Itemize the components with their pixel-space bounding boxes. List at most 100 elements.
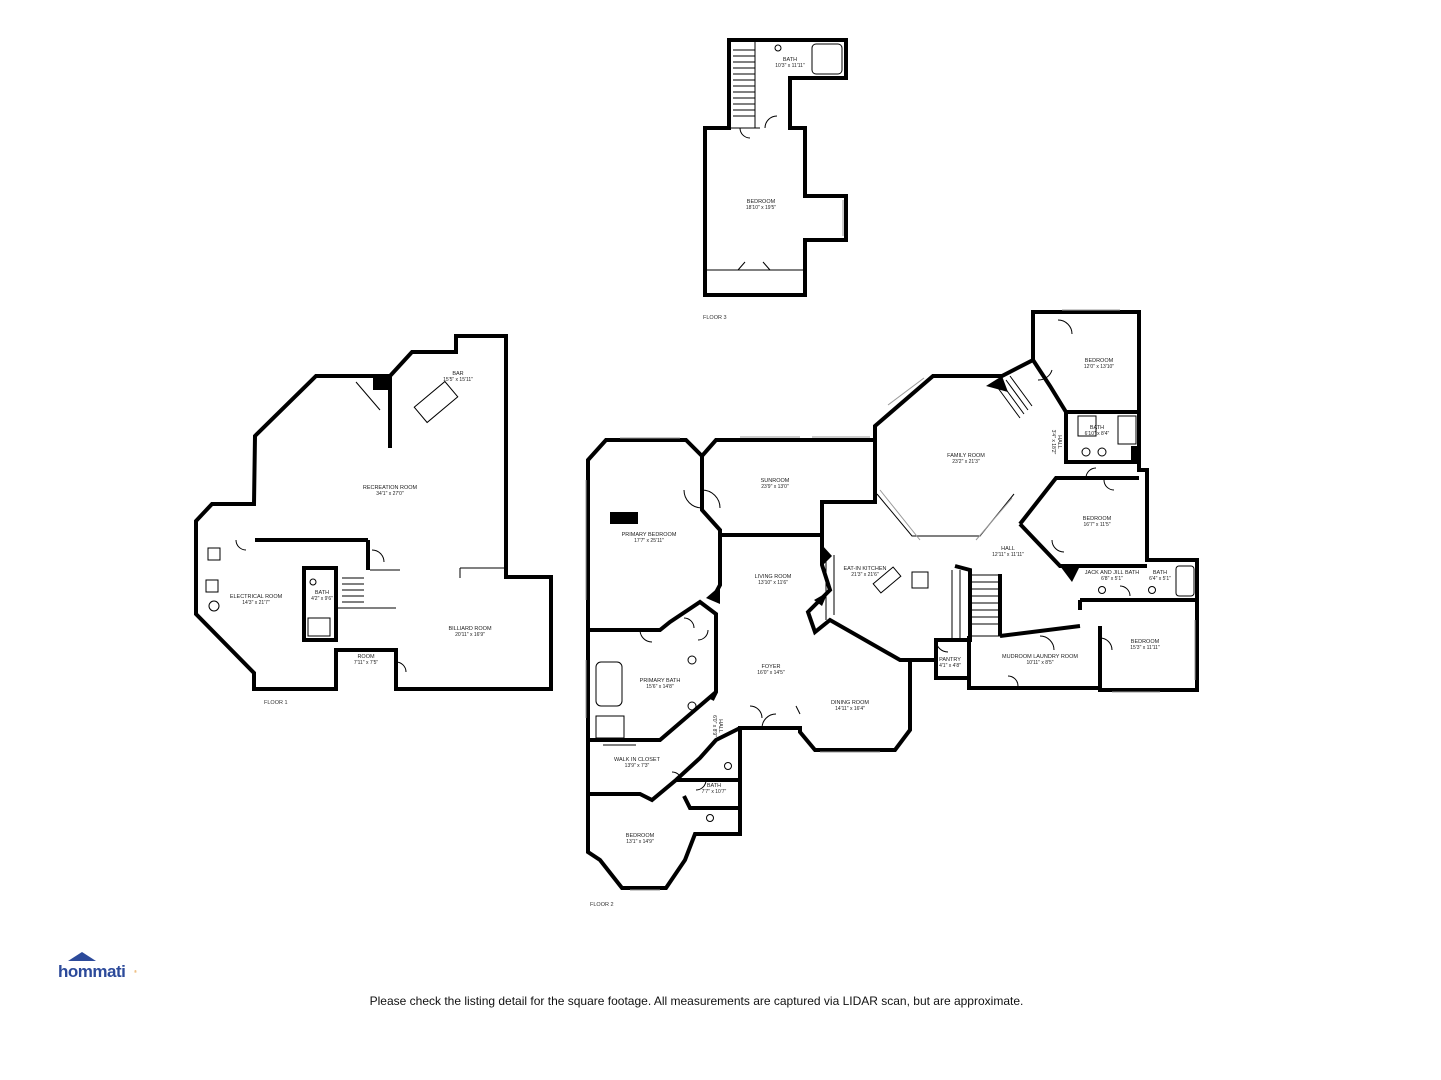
measurement-disclaimer: Please check the listing detail for the …: [369, 994, 1024, 1008]
room-dimensions: 12'11" x 11'11": [992, 552, 1024, 558]
room-dimensions: 10'11" x 8'5": [1026, 660, 1053, 666]
room-name: PRIMARY BATH: [640, 678, 681, 684]
room-name: PRIMARY BEDROOM: [622, 532, 677, 538]
hommati-logo: hommati ®: [58, 952, 140, 986]
room-name: BATH: [707, 783, 721, 789]
room-name: FOYER: [762, 664, 781, 670]
room-dimensions: 7'11" x 7'5": [354, 660, 378, 666]
room-dimensions: 10'3" x 11'11": [775, 63, 805, 69]
room-name: HALL: [1001, 546, 1015, 552]
room-name: SUNROOM: [761, 478, 790, 484]
room-dimensions: 21'3" x 21'6": [851, 572, 879, 578]
room-dimensions: 6'0" x 8'9": [711, 715, 717, 737]
room-name: FAMILY ROOM: [947, 453, 985, 459]
room-dimensions: 17'7" x 25'11": [634, 538, 664, 544]
room-name: BAR: [452, 371, 463, 377]
floor-label-3: FLOOR 3: [703, 315, 727, 321]
room-dimensions: 14'3" x 21'7": [242, 600, 270, 606]
logo-wordmark: hommati: [58, 962, 126, 981]
room-name: BATH: [315, 590, 329, 596]
room-name: BEDROOM: [1131, 639, 1160, 645]
room-name: ROOM: [357, 654, 375, 660]
room-dimensions: 12'0" x 13'10": [1084, 364, 1114, 370]
room-name: DINING ROOM: [831, 700, 869, 706]
room-dimensions: 16'0" x 14'5": [757, 670, 785, 676]
room-dimensions: 13'9" x 7'3": [625, 763, 650, 769]
room-name: BATH: [1090, 425, 1104, 431]
room-name: RECREATION ROOM: [363, 485, 418, 491]
room-dimensions: 6'10" x 8'4": [1085, 431, 1110, 437]
room-dimensions: 23'9" x 13'0": [761, 484, 789, 490]
room-name: HALL: [1056, 435, 1062, 449]
room-name: HALL: [717, 719, 723, 733]
room-name: BEDROOM: [1083, 516, 1112, 522]
room-dimensions: 34'1" x 27'0": [376, 491, 404, 497]
room-dimensions: 4'1" x 4'8": [939, 663, 961, 669]
room-name: BATH: [783, 57, 797, 63]
floor-3-plan: [703, 38, 848, 297]
room-dimensions: 6'8" x 5'1": [1101, 576, 1123, 582]
room-name: ELECTRICAL ROOM: [230, 594, 283, 600]
room-dimensions: 4'2" x 9'6": [311, 596, 333, 602]
floor-1-plan: [194, 334, 553, 691]
logo-trademark: ®: [134, 969, 137, 974]
room-dimensions: 20'11" x 16'9": [455, 632, 485, 638]
room-dimensions: 23'2" x 21'3": [952, 459, 980, 465]
room-dimensions: 13'10" x 11'6": [758, 580, 788, 586]
room-name: JACK AND JILL BATH: [1085, 570, 1139, 576]
room-name: BEDROOM: [747, 199, 776, 205]
room-name: LIVING ROOM: [755, 574, 792, 580]
room-dimensions: 16'7" x 11'5": [1083, 522, 1110, 528]
house-roof-icon: [68, 952, 96, 961]
floor-2-plan: [309, 309, 1199, 891]
room-name: PANTRY: [939, 657, 961, 663]
room-name: BILLIARD ROOM: [448, 626, 492, 632]
room-dimensions: 14'11" x 16'4": [835, 706, 865, 712]
room-dimensions: 15'5" x 15'11": [443, 377, 473, 383]
room-name: EAT-IN KITCHEN: [844, 566, 887, 572]
room-dimensions: 15'3" x 11'11": [1130, 645, 1160, 651]
room-name: MUDROOM LAUNDRY ROOM: [1002, 654, 1078, 660]
room-name: BATH: [1153, 570, 1167, 576]
room-dimensions: 18'10" x 19'5": [746, 205, 776, 211]
room-dimensions: 13'1" x 14'9": [626, 839, 654, 845]
room-dimensions: 3'4" x 18'2": [1050, 430, 1056, 455]
room-dimensions: 15'6" x 14'8": [646, 684, 674, 690]
room-name: WALK IN CLOSET: [614, 757, 661, 763]
floor-label-1: FLOOR 1: [264, 700, 288, 706]
room-name: BEDROOM: [626, 833, 655, 839]
floor-label-2: FLOOR 2: [590, 902, 614, 908]
room-name: BEDROOM: [1085, 358, 1114, 364]
room-dimensions: 6'4" x 5'1": [1149, 576, 1171, 582]
room-dimensions: 7'7" x 10'7": [702, 789, 727, 795]
